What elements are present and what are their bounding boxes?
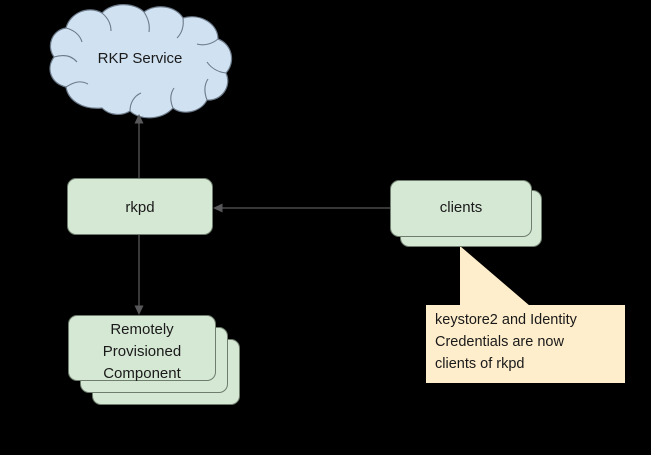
node-label-remotely-provisioned-component: Remotely Provisioned Component <box>102 321 182 382</box>
node-rpc-stack-layer-1 <box>68 315 216 381</box>
node-label-clients: clients <box>439 199 483 216</box>
callout-note-text: keystore2 and Identity Credentials are n… <box>435 312 577 372</box>
node-label-rkp-service: RKP Service <box>97 50 183 67</box>
edge-rkpd-to-rpc <box>134 235 144 315</box>
callout-pointer <box>460 246 530 306</box>
node-clients-stack-layer-1 <box>390 180 532 237</box>
node-clients[interactable]: clients <box>390 180 542 247</box>
node-rkp-service-cloud[interactable] <box>44 4 236 124</box>
cloud-shape-icon <box>49 4 233 119</box>
node-remotely-provisioned-component[interactable]: Remotely Provisioned Component <box>68 315 240 405</box>
callout-note[interactable] <box>426 305 625 383</box>
node-rkpd[interactable] <box>67 178 213 235</box>
edge-clients-to-rkpd <box>213 203 390 213</box>
